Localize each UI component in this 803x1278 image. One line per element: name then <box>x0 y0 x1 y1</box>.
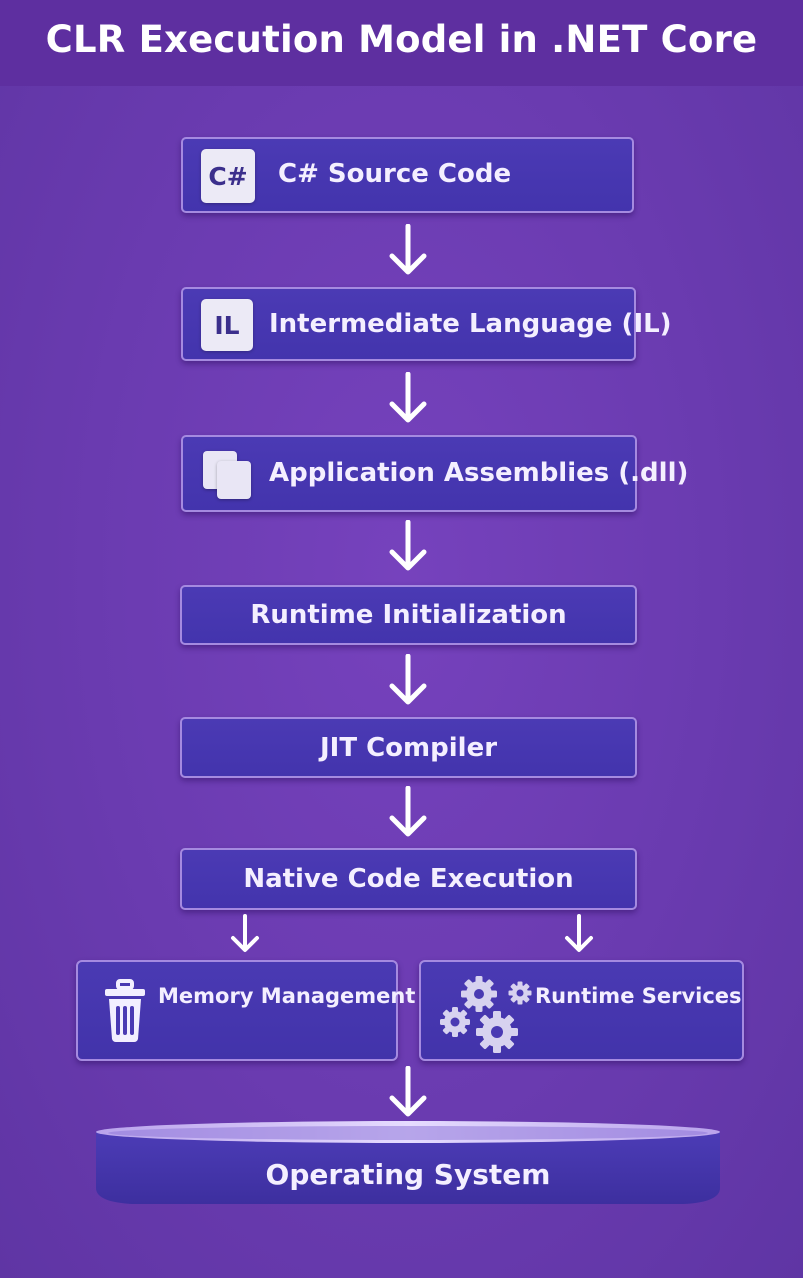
il-icon: IL <box>201 299 253 351</box>
arrow-down-icon <box>389 520 427 571</box>
step-label: Intermediate Language (IL) <box>269 309 672 339</box>
arrow-down-icon <box>389 372 427 423</box>
step-csharp-source: C# C# Source Code <box>181 137 634 213</box>
step-label: Native Code Execution <box>243 864 574 894</box>
platform-shape <box>96 1121 720 1204</box>
documents-icon <box>201 451 255 503</box>
step-native-code-execution: Native Code Execution <box>180 848 637 910</box>
step-label: Runtime Initialization <box>250 600 567 630</box>
operating-system-platform: Operating System <box>92 1118 724 1208</box>
step-application-assemblies: Application Assemblies (.dll) <box>181 435 688 512</box>
step-label: C# Source Code <box>278 159 512 189</box>
step-runtime-initialization: Runtime Initialization <box>180 585 637 645</box>
operating-system-label: Operating System <box>265 1158 551 1191</box>
csharp-icon: C# <box>201 149 255 203</box>
arrow-down-icon <box>389 654 427 705</box>
runtime-services-label: Runtime Services <box>535 984 742 1008</box>
diagram-title: CLR Execution Model in .NET Core <box>45 18 758 61</box>
step-jit-compiler: JIT Compiler <box>180 717 637 778</box>
arrow-down-icon <box>389 1066 427 1117</box>
title-bar <box>0 0 803 86</box>
memory-management-box: Memory Management <box>76 960 415 1061</box>
arrow-down-left-icon <box>231 914 259 952</box>
arrow-down-icon <box>389 786 427 837</box>
gears-icon <box>440 976 532 1053</box>
step-intermediate-language: IL Intermediate Language (IL) <box>181 287 672 361</box>
arrow-down-icon <box>389 224 427 275</box>
memory-management-label: Memory Management <box>158 984 416 1008</box>
step-label: Application Assemblies (.dll) <box>269 458 689 488</box>
trash-icon <box>105 979 145 1042</box>
step-label: JIT Compiler <box>319 732 498 763</box>
arrow-down-right-icon <box>565 914 593 952</box>
runtime-services-box: Runtime Services <box>419 960 744 1061</box>
